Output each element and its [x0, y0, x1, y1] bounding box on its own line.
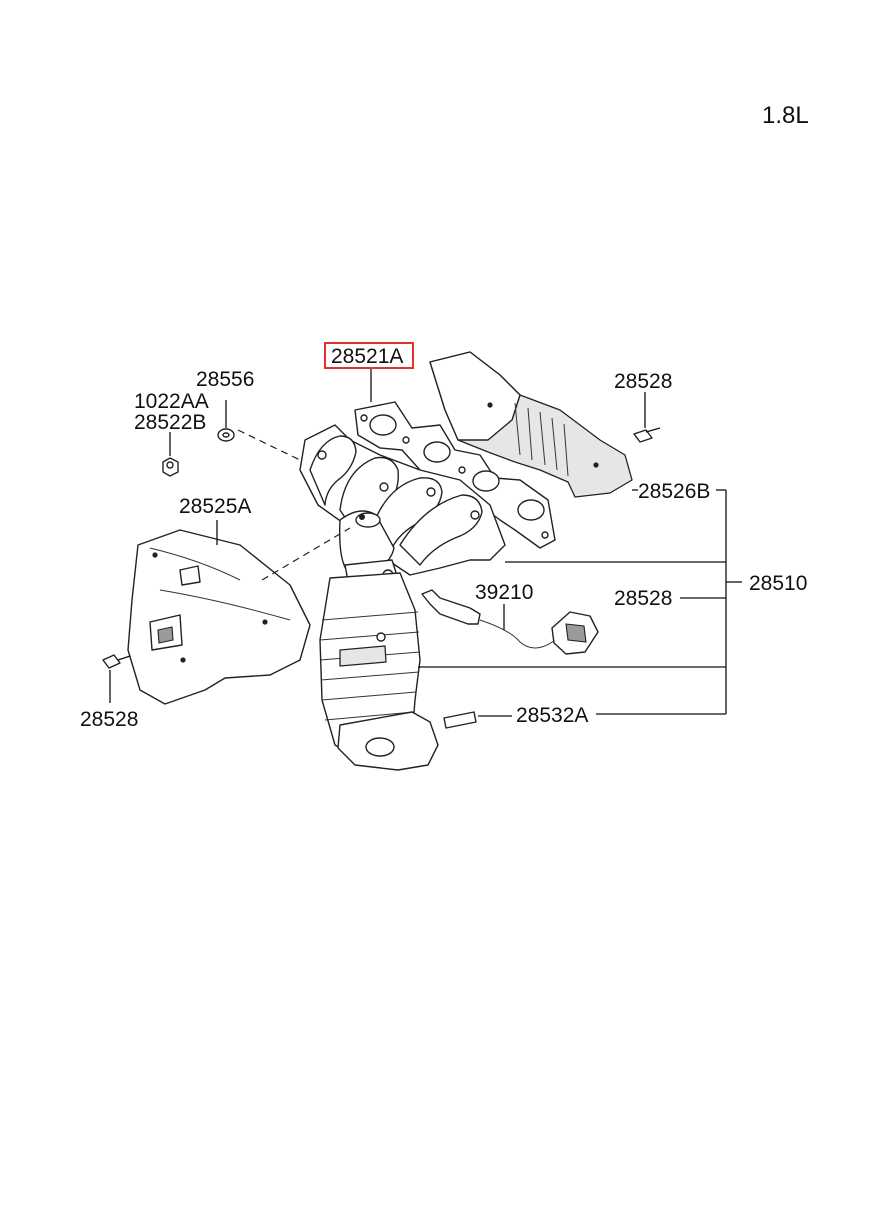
label-bolt-top-right[interactable]: 28528: [614, 370, 672, 393]
label-oxygen-sensor[interactable]: 39210: [475, 581, 533, 604]
washer-28556[interactable]: [217, 428, 235, 442]
highlight-box: [324, 342, 414, 369]
stud-bolt-28532A[interactable]: [443, 711, 477, 729]
label-bolt-left[interactable]: 28528: [80, 708, 138, 731]
exhaust-manifold[interactable]: [299, 424, 506, 593]
oxygen-sensor[interactable]: [421, 589, 599, 655]
label-washer[interactable]: 28556: [196, 368, 254, 391]
leader-lines: [109, 368, 742, 717]
catalytic-converter[interactable]: [319, 572, 439, 771]
label-heat-protector-upper[interactable]: 28526B: [638, 480, 710, 503]
nut-1022AA[interactable]: [162, 457, 179, 477]
label-stud-nut[interactable]: 28522B: [134, 411, 206, 434]
heat-protector-upper[interactable]: [429, 351, 633, 498]
label-gasket[interactable]: 28521A: [331, 345, 403, 368]
label-exhaust-manifold-assy[interactable]: 28510: [749, 572, 807, 595]
label-stud-bolt[interactable]: 28532A: [516, 704, 588, 727]
bolt-28528-top-right[interactable]: [633, 427, 661, 443]
heat-protector-lower[interactable]: [127, 529, 311, 705]
bolt-28528-left[interactable]: [102, 654, 131, 669]
label-nut[interactable]: 1022AA: [134, 390, 209, 413]
engine-size-label: 1.8L: [762, 102, 809, 129]
manifold-gasket[interactable]: [354, 401, 556, 549]
label-bolt-middle[interactable]: 28528: [614, 587, 672, 610]
label-heat-protector-lower[interactable]: 28525A: [179, 495, 251, 518]
